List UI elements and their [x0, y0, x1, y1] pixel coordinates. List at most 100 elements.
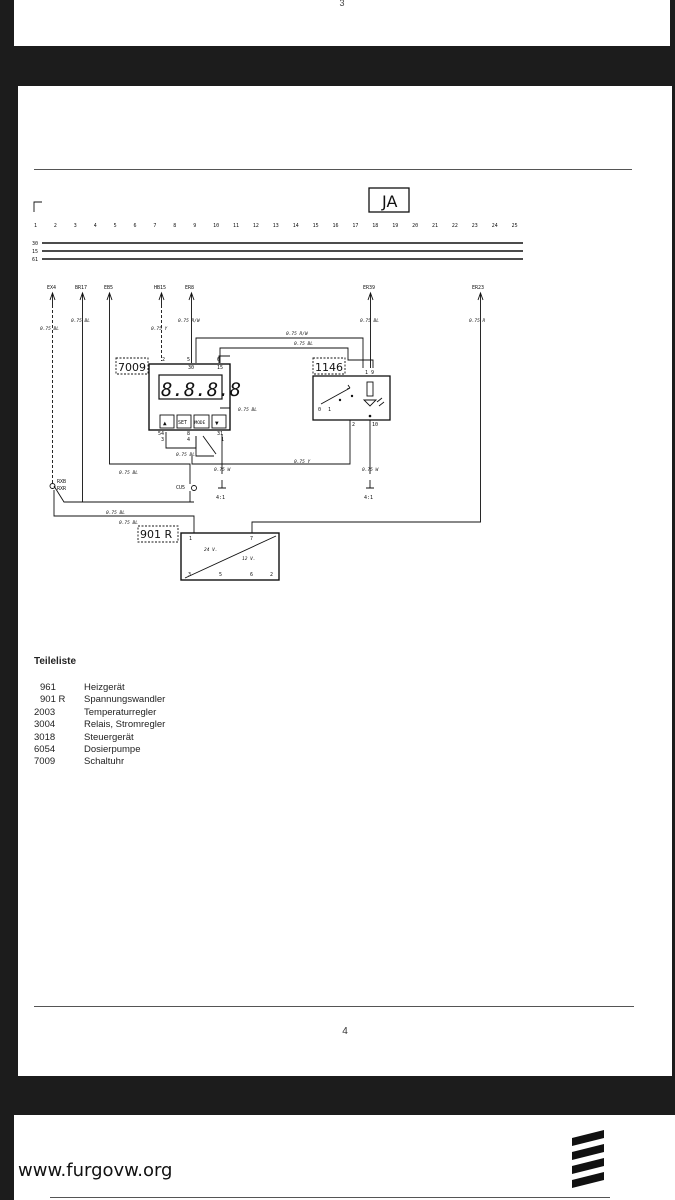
converter-pin: 1: [189, 536, 192, 542]
timer-btn-up-label: ▲: [163, 420, 167, 427]
relay-diode: [362, 399, 378, 407]
arrow-er8: [188, 291, 195, 305]
converter-24v: 24 V.: [204, 547, 218, 553]
terminal-br17: BR17: [75, 285, 87, 291]
relay-pin: 9: [371, 370, 374, 376]
timer-btn-down[interactable]: [211, 414, 227, 429]
timer-pin: 54: [158, 431, 164, 437]
relay-body: [312, 375, 391, 421]
converter-pin: 7: [250, 536, 253, 542]
column-number: 24: [492, 223, 498, 229]
ground-1-label: 4:1: [216, 495, 225, 501]
watermark-url: www.furgovw.org: [18, 1160, 173, 1181]
relay-pin-2-dot: [368, 414, 372, 418]
relay-switch-0: 0: [318, 407, 321, 413]
terminal-hb15: HB15: [154, 285, 166, 291]
column-number: 10: [213, 223, 219, 229]
part-number: 901 R: [40, 694, 66, 706]
relay-contact-dot-2: [338, 398, 342, 402]
wire-label: 0.75 BL: [119, 520, 138, 526]
wire-label: 0.75 BL: [40, 326, 59, 332]
model-code: JA: [381, 192, 397, 211]
wire-label: 0.75 R: [469, 318, 486, 324]
terminal-er8: ER8: [185, 285, 194, 291]
column-number: 18: [372, 223, 378, 229]
relay-pin: 10: [372, 422, 378, 428]
part-number: 961: [40, 682, 56, 693]
timer-pin: 30: [188, 365, 194, 371]
bottom-rule: [34, 1006, 634, 1007]
converter-12v: 12 V.: [242, 556, 256, 562]
relay-id: 1146: [315, 361, 343, 374]
next-page-rule: [50, 1197, 610, 1198]
timer-pin: 8: [187, 431, 190, 437]
ground-2-label: 4:1: [364, 495, 373, 501]
relay-id-box: [312, 357, 346, 375]
arrow-eb5: [106, 291, 113, 305]
corner-mark: [33, 201, 42, 212]
relay-resistor: [366, 381, 374, 397]
timer-btn-up[interactable]: [159, 414, 175, 429]
column-number: 15: [313, 223, 319, 229]
timer-pin: 4: [187, 437, 190, 443]
column-number: 2: [54, 223, 57, 229]
column-number: 12: [253, 223, 259, 229]
wire-eb5: [109, 305, 191, 484]
page-number: 4: [342, 1026, 348, 1037]
connector-cu5-label: CU5: [176, 485, 185, 491]
arrow-ex4: [49, 291, 56, 305]
column-number: 7: [153, 223, 156, 229]
wire-label: 0.75 BL: [238, 407, 257, 413]
column-number: 25: [512, 223, 518, 229]
column-number: 5: [114, 223, 117, 229]
column-number: 16: [333, 223, 339, 229]
wire-label: 0.75 BL: [71, 318, 90, 324]
column-number: 3: [74, 223, 77, 229]
timer-btn-down-label: ▼: [215, 420, 219, 427]
connector-cu5: [191, 485, 197, 491]
terminal-er23: ER23: [472, 285, 484, 291]
parts-list-title: Teileliste: [34, 656, 77, 667]
wire-label: 0.75 Y: [151, 326, 168, 332]
timer-digits: 8.8.8.8: [161, 379, 241, 401]
model-code-box: [368, 187, 410, 213]
column-number: 1: [34, 223, 37, 229]
timer-id: 7009: [118, 361, 146, 374]
part-number: 7009: [34, 756, 56, 768]
relay-switch-1: 1: [328, 407, 331, 413]
rail-label-61: 61: [32, 257, 38, 263]
column-number: 17: [352, 223, 358, 229]
converter-pin: 6: [250, 572, 253, 578]
top-rule: [34, 169, 632, 170]
column-number: 13: [273, 223, 279, 229]
terminal-ex4: EX4: [47, 285, 56, 291]
column-number: 8: [173, 223, 176, 229]
timer-btn-set[interactable]: [176, 414, 192, 429]
timer-body: [148, 363, 231, 431]
previous-page-number: 3: [339, 0, 345, 8]
part-number: 3018: [34, 731, 56, 743]
relay-switch-arrow: [320, 384, 351, 405]
arrow-hb15: [158, 291, 165, 305]
timer-pin: 5: [187, 357, 190, 363]
converter-id: 901 R: [140, 528, 172, 541]
arrow-er23: [477, 291, 484, 305]
column-number: 23: [472, 223, 478, 229]
column-number: 14: [293, 223, 299, 229]
timer-pin: 15: [217, 365, 223, 371]
wire-8-down: [195, 436, 214, 457]
timer-pin: 6: [217, 357, 220, 363]
wire-label: 0.75 W: [362, 467, 380, 473]
wire-label: 0.75 BL: [360, 318, 379, 324]
ground-1: [218, 480, 226, 489]
connector-rxb-label: RXB: [57, 479, 66, 485]
part-name: Schaltuhr: [84, 756, 125, 768]
timer-btn-mode[interactable]: [193, 414, 210, 429]
converter-diagonal: [184, 535, 277, 579]
